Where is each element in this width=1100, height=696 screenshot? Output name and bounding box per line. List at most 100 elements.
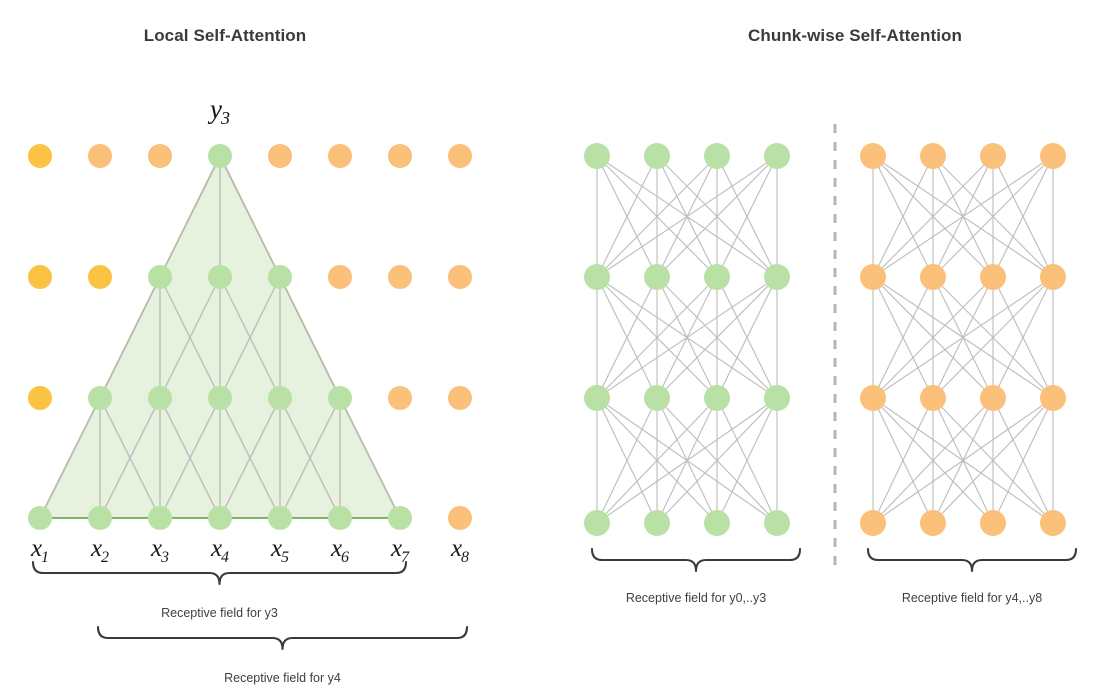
receptive-field-brace (590, 547, 802, 573)
chunk-attention-edge (872, 397, 934, 524)
chunk-attention-edge (596, 397, 778, 524)
chunk-attention-edge (872, 276, 1054, 399)
node-orange (448, 265, 472, 289)
node-orange (920, 510, 946, 536)
node-orange (328, 265, 352, 289)
node-green (644, 385, 670, 411)
node-green (704, 264, 730, 290)
chunk-attention-edge (872, 155, 934, 278)
chunk-attention-edge (716, 397, 778, 524)
node-green (148, 386, 172, 410)
node-orange (388, 386, 412, 410)
node-green (208, 265, 232, 289)
node-orange (1040, 385, 1066, 411)
receptive-field-brace (96, 625, 469, 651)
node-orange-strong (28, 386, 52, 410)
brace-caption: Receptive field for y3 (161, 606, 278, 620)
node-orange (980, 264, 1006, 290)
chunk-attention-edge (716, 276, 778, 399)
node-orange-strong (28, 265, 52, 289)
input-label-subscript: 6 (341, 549, 350, 566)
chunk-attention-edge (872, 397, 994, 524)
receptive-field-brace (866, 547, 1078, 573)
node-green (388, 506, 412, 530)
node-green (704, 510, 730, 536)
input-label-subscript: 8 (461, 549, 470, 566)
input-label-base: x (270, 535, 283, 562)
node-orange (980, 385, 1006, 411)
node-orange (1040, 264, 1066, 290)
attention-edge (99, 397, 161, 519)
chunk-attention-edge (872, 155, 1054, 278)
node-green (644, 264, 670, 290)
input-label-base: x (390, 535, 403, 562)
chunk-attention-edge (872, 155, 994, 278)
input-label-base: x (30, 535, 43, 562)
brace-caption: Receptive field for y4,..y8 (901, 591, 1043, 605)
node-orange (448, 144, 472, 168)
node-orange (920, 143, 946, 169)
chunk-attention-edge (596, 155, 658, 278)
attention-edge (99, 276, 161, 399)
node-green (148, 506, 172, 530)
node-green (328, 386, 352, 410)
chunk-attention-edge (596, 155, 778, 278)
node-orange (920, 385, 946, 411)
input-label-x8: x8 (430, 535, 490, 567)
node-green (208, 386, 232, 410)
output-node-label-y3: y3 (180, 94, 260, 129)
input-label-subscript: 3 (161, 549, 170, 566)
node-green (764, 143, 790, 169)
input-label-x4: x4 (190, 535, 250, 567)
node-green (148, 265, 172, 289)
chunk-attention-edge (872, 276, 994, 399)
node-orange (88, 144, 112, 168)
left-nodes-group (28, 144, 472, 530)
node-orange-strong (28, 144, 52, 168)
input-label-base: x (210, 535, 223, 562)
input-label-subscript: 7 (401, 549, 410, 566)
chunk-attention-edge (932, 276, 1054, 399)
node-orange (268, 144, 292, 168)
input-label-subscript: 5 (281, 549, 290, 566)
node-orange (860, 143, 886, 169)
right-panel-title: Chunk-wise Self-Attention (747, 26, 963, 45)
chunk-attention-edge (992, 397, 1054, 524)
left-panel-title: Local Self-Attention (143, 26, 307, 45)
input-label-subscript: 2 (101, 549, 110, 566)
attention-edge (219, 276, 281, 399)
input-label-base: x (330, 535, 343, 562)
node-green (28, 506, 52, 530)
chunk-attention-edge (656, 397, 778, 524)
chunk-attention-edge (932, 397, 1054, 524)
input-label-x1: x1 (10, 535, 70, 567)
node-green (88, 386, 112, 410)
input-label-x5: x5 (250, 535, 310, 567)
node-orange (448, 506, 472, 530)
attention-edge (219, 155, 281, 278)
node-green (328, 506, 352, 530)
node-green (268, 265, 292, 289)
right-nodes-group (584, 143, 1066, 536)
receptive-field-brace (31, 560, 408, 586)
chunk-attention-edge (596, 276, 778, 399)
attention-edge (159, 155, 221, 278)
node-orange (1040, 510, 1066, 536)
node-green (268, 506, 292, 530)
input-label-x6: x6 (310, 535, 370, 567)
node-green (268, 386, 292, 410)
chunk-attention-edge (992, 276, 1054, 399)
attention-edge (279, 276, 341, 399)
node-orange (388, 144, 412, 168)
input-label-x2: x2 (70, 535, 130, 567)
attention-edge (279, 397, 341, 519)
node-orange (328, 144, 352, 168)
attention-edge (39, 397, 101, 519)
node-green (208, 506, 232, 530)
left-edges-group (39, 155, 401, 519)
node-orange (860, 510, 886, 536)
attention-edge (159, 276, 221, 399)
node-green (704, 143, 730, 169)
node-green (584, 264, 610, 290)
